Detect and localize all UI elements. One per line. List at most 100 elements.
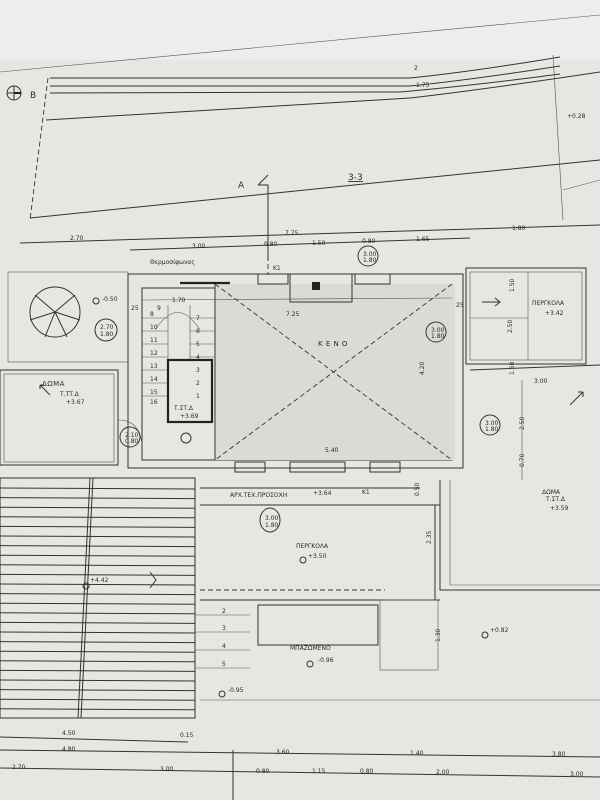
landing-sub-label: Τ.ΣΤ.Δ [173,405,194,412]
dim-label: 4.50 [62,730,76,737]
dim-label: 0.80 [362,238,376,245]
label-curve-dim: 1.75 [416,82,430,89]
right-pergola: ΠΕΡΓΚΟΛΑ +3.42 [465,267,587,365]
step-number: 6 [196,328,200,335]
lattice-slat [0,545,196,548]
level-marker-icon [218,690,226,698]
lattice-pergola: +4.42 [0,477,196,719]
tag-value: 3.00 [265,515,279,522]
lattice-slat [0,525,196,528]
level-label: -0.95 [228,687,244,694]
lattice-slat [0,516,196,519]
step-number: 4 [222,643,226,650]
dim-label: 4.80 [62,746,76,753]
fill-area-label: ΜΠΑΖΩΜΕΝΟ [290,645,331,652]
bottom-dimension-lines: 4.50 0.15 4.80 3.60 1.40 3.80 2.70 3.00 … [0,730,600,800]
lattice-slat [0,621,196,624]
dim-label: 1.50 [509,361,516,375]
level-marker-icon [82,582,90,590]
terrace-label: ΔΩΜΑ [542,489,561,496]
dim-label: 7.75 [285,230,299,237]
lattice-slat [0,564,196,567]
dim-label: 3.80 [552,751,566,758]
level-label: +3.64 [313,490,332,497]
lattice-slat [0,612,196,615]
dim-label: 3.00 [192,243,206,250]
void-label: K E N O [318,340,348,348]
terrace-label: ΔΩΜΑ [42,380,65,388]
level-marker-icon [306,660,314,668]
step-number: 13 [150,363,158,370]
step-number: 11 [150,337,158,344]
lattice-slat [0,497,196,500]
dim-label: 4.20 [419,361,426,375]
terrace-sub-label: Τ.ΤΤ.Δ [59,391,80,398]
level-label: +3.67 [66,399,85,406]
k1-label: K1 [362,489,370,496]
lattice-slat [0,506,196,509]
dim-label: 1.50 [312,240,326,247]
level-label: +3.50 [308,553,327,560]
step-number: 4 [196,354,200,361]
section-marker-b: B [6,85,36,101]
lattice-slat [0,679,196,682]
dim-label: 1.30 [435,628,442,642]
window-tag: 3.001.80 [259,507,281,533]
lattice-slat [0,650,196,653]
dim-label: 2.00 [436,769,450,776]
dim-label: 25 [131,305,139,312]
level-label: -0.50 [102,296,118,303]
level-label: +4.42 [90,577,109,584]
tag-value: 1.80 [265,522,279,529]
dim-label: 2.50 [519,416,526,430]
tag-value: 3.00 [363,251,377,258]
lattice-slat [0,641,196,644]
dim-label: 0.80 [256,768,270,775]
lattice-slat [0,573,196,576]
pergola-label: ΠΕΡΓΚΟΛΑ [296,543,329,550]
window-tags: 2.701.80 3.001.80 3.001.80 2.100.80 3.00… [94,245,501,533]
lattice-slat [0,660,196,663]
thermosiphon-label: Θερμοσίφωνας [150,259,195,266]
level-top-right: +0.28 [567,113,586,120]
step-number: 12 [150,350,158,357]
level-label: +3.69 [180,413,199,420]
level-marker-icon [92,297,100,305]
plant-icon [180,432,192,444]
step-number: 14 [150,376,158,383]
arrow-icon [569,391,584,406]
staircase: 8 10 11 12 13 14 15 16 9 7 6 5 4 3 2 1 Τ… [117,300,216,460]
dim-label: 2.35 [426,530,433,544]
dim-label: 1.15 [312,768,326,775]
step-number: 2 [196,380,200,387]
label-curve: 2 [414,65,418,72]
lattice-slat [0,535,196,538]
section-label-a: A [238,181,245,191]
center-pergola: ΑΡΧ.ΤΕΧ.ΠΡΟΣΟΧΗ +3.64 K1 ΠΕΡΓΚΟΛΑ +3.50 … [200,482,442,642]
lattice-slat [0,602,196,605]
step-number: 2 [222,608,226,615]
window-tag: 2.701.80 [94,318,118,342]
section-label-b: B [30,91,36,101]
tag-value: 2.70 [100,324,114,331]
fill-area: ΜΠΑΖΩΜΕΝΟ -0.96 +0.82 2 3 4 5 -0.95 [195,599,600,701]
dim-label: 0.80 [360,768,374,775]
lattice-slat [0,554,196,557]
dim-label: 0.80 [264,241,278,248]
level-label: +3.42 [545,310,564,317]
step-number: 3 [196,367,200,374]
step-number: 3 [222,625,226,632]
pergola-label: ΠΕΡΓΚΟΛΑ [532,300,565,307]
tag-value: 0.80 [125,438,139,445]
tag-value: 1.80 [485,426,499,433]
dim-label: 2.70 [12,764,26,771]
lattice-slat [0,689,196,692]
chimney-icon [312,282,320,290]
dim-label: 1.80 [512,225,526,232]
dim-label: 1.50 [509,278,516,292]
dim-label: 25 [456,302,464,309]
step-number: 9 [157,305,161,312]
paper-top [0,0,600,60]
dim-label: 0.15 [180,732,194,739]
